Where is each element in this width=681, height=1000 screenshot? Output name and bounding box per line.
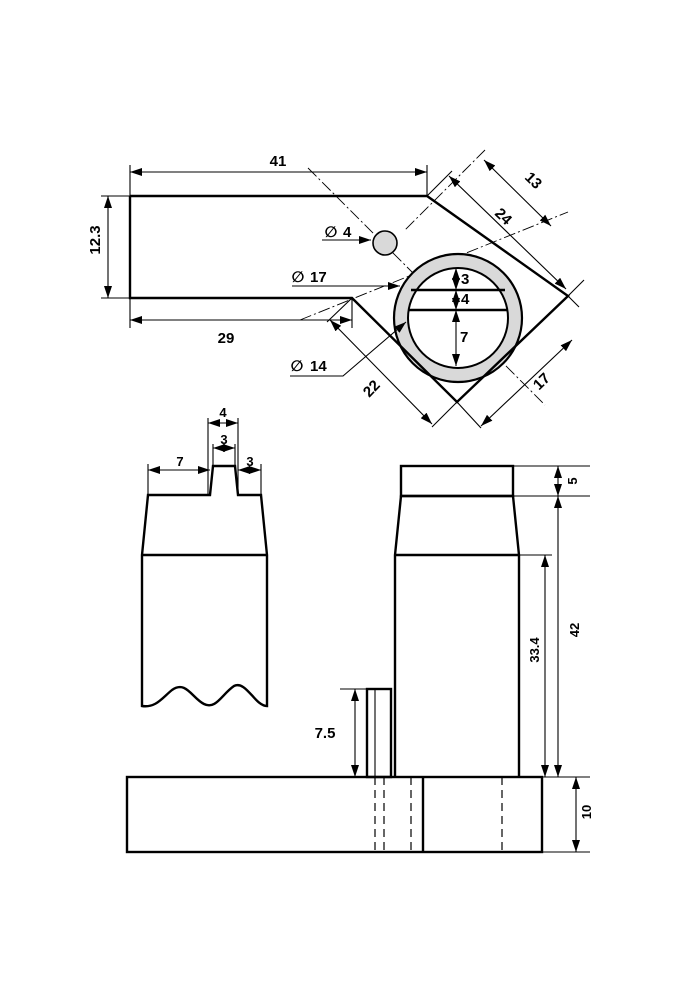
dim-29: 29 <box>218 330 235 347</box>
dia-symbol: ∅ <box>291 358 304 375</box>
base-plate <box>125 775 544 854</box>
post <box>365 687 393 779</box>
dim-13: 13 <box>521 169 545 193</box>
dim-bore-17: 17 <box>310 269 327 286</box>
leader-slot-14 <box>290 321 407 377</box>
dia-symbol: ∅ <box>325 224 338 241</box>
cap <box>399 464 515 498</box>
center-line-diagonal <box>404 149 486 231</box>
dim-slot-4: 4 <box>461 291 470 308</box>
dim-side-3: 3 <box>220 432 227 447</box>
dim-front-10: 10 <box>579 805 594 819</box>
dim-front-42: 42 <box>567 623 582 637</box>
body-outline <box>393 494 521 777</box>
dim-slot-3: 3 <box>461 271 469 288</box>
dim-line-24 <box>448 175 567 290</box>
dim-slot-7: 7 <box>460 329 468 346</box>
dim-24: 24 <box>491 205 515 229</box>
top-view: 41 12.3 29 ∅ 4 ∅ 17 ∅ 14 24 13 17 22 3 4… <box>87 149 585 429</box>
side-view: 4 3 7 3 <box>140 405 269 708</box>
dim-22: 22 <box>360 377 384 401</box>
dia-symbol: ∅ <box>292 269 305 286</box>
dim-side-4: 4 <box>219 405 227 420</box>
ext-line <box>456 401 482 429</box>
side-view-outline <box>140 464 269 708</box>
dim-17-side: 17 <box>530 370 554 394</box>
ext-line <box>326 297 353 323</box>
dim-line-13 <box>483 159 552 227</box>
dim-side-3-right: 3 <box>246 454 253 469</box>
dim-12-3: 12.3 <box>87 225 104 254</box>
dim-41: 41 <box>270 153 287 170</box>
dim-line-17 <box>480 339 573 427</box>
dim-line-22 <box>329 319 433 425</box>
small-hole <box>372 230 398 256</box>
ext-line <box>431 401 458 428</box>
dim-slot-14: 14 <box>310 358 327 375</box>
ext-line <box>567 295 580 308</box>
dim-front-33-4: 33.4 <box>527 637 542 663</box>
dim-front-7-5: 7.5 <box>315 725 336 742</box>
ext-line <box>567 279 585 297</box>
front-view: 5 42 33.4 7.5 10 <box>125 464 594 854</box>
bore-inner-circle <box>407 267 509 369</box>
dim-side-7: 7 <box>176 454 183 469</box>
dim-hole-4: 4 <box>343 224 352 241</box>
dim-front-5: 5 <box>565 477 580 484</box>
ext-line <box>426 170 453 197</box>
